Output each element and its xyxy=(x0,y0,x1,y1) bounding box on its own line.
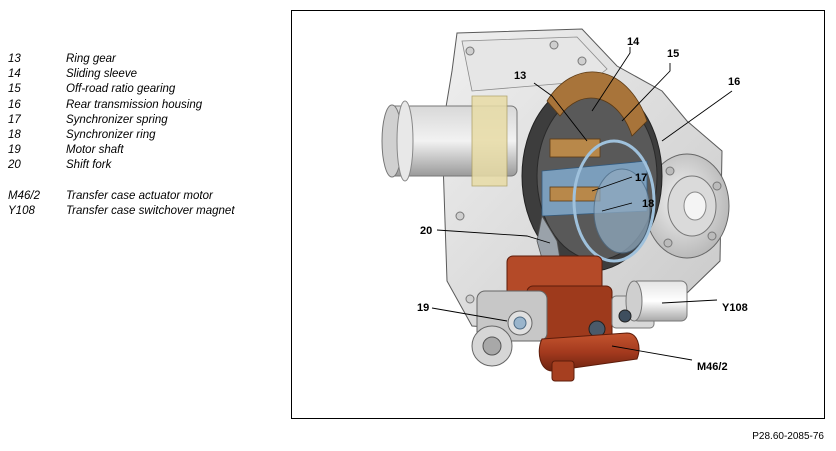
legend-item: 17 Synchronizer spring xyxy=(8,113,288,128)
leader-line-14 xyxy=(591,47,631,112)
leader-line-18 xyxy=(601,202,633,212)
legend-description: Ring gear xyxy=(66,53,116,65)
callout-y108: Y108 xyxy=(722,302,748,314)
legend-code: 14 xyxy=(8,68,21,81)
input-shaft xyxy=(381,95,518,187)
legend-code: 20 xyxy=(8,159,21,172)
cutaway-diagram: 14 15 16 13 17 18 20 19 Y108 M46/2 xyxy=(381,28,748,382)
legend-item: 19 Motor shaft xyxy=(8,143,288,158)
transfer-case-switchover-magnet xyxy=(618,280,688,323)
callout-13: 13 xyxy=(514,70,526,82)
legend-description: Rear transmission housing xyxy=(66,98,203,111)
callout-16: 16 xyxy=(728,76,740,88)
legend-item: Y108 Transfer case switchover magnet xyxy=(8,204,288,219)
legend-code: Y108 xyxy=(8,204,35,217)
leader-line-m46-2 xyxy=(611,345,693,361)
leader-line-13 xyxy=(533,82,588,142)
legend-code: 18 xyxy=(8,128,21,141)
leader-line-15 xyxy=(621,63,671,122)
legend-item: 13 Ring gear xyxy=(8,52,288,67)
legend-description: Sliding sleeve xyxy=(66,68,137,81)
legend-description: Shift fork xyxy=(66,159,112,172)
legend-description: Synchronizer spring xyxy=(66,113,168,126)
legend-code: 13 xyxy=(8,53,21,65)
legend-item: 16 Rear transmission housing xyxy=(8,98,288,113)
legend-spacer xyxy=(8,174,288,189)
legend-code: 19 xyxy=(8,144,21,157)
callout-19: 19 xyxy=(417,302,429,314)
rear-output-flange xyxy=(644,153,730,259)
leader-line-20 xyxy=(436,229,551,244)
planetary-gearset xyxy=(521,71,663,277)
legend: 13 Ring gear 14 Sliding sleeve 15 Off-road … xyxy=(8,52,288,219)
legend-item: 20 Shift fork xyxy=(8,158,288,173)
leader-line-y108 xyxy=(661,299,718,304)
callout-17: 17 xyxy=(635,172,647,184)
legend-description: Off-road ratio gearing xyxy=(66,83,176,96)
legend-item: M46/2 Transfer case actuator motor xyxy=(8,189,288,204)
callout-leader-lines xyxy=(431,47,733,361)
legend-code: 16 xyxy=(8,98,21,111)
callout-m46-2: M46/2 xyxy=(697,361,728,373)
legend-item: 18 Synchronizer ring xyxy=(8,128,288,143)
legend-description: Synchronizer ring xyxy=(66,128,156,141)
callout-20: 20 xyxy=(420,225,432,237)
legend-item: 15 Off-road ratio gearing xyxy=(8,82,288,97)
legend-description: Transfer case actuator motor xyxy=(66,189,213,202)
legend-code: 17 xyxy=(8,113,21,126)
transfer-case-illustration: 14 15 16 13 17 18 20 19 Y108 M46/2 xyxy=(291,10,825,419)
legend-description: Transfer case switchover magnet xyxy=(66,204,235,217)
callout-15: 15 xyxy=(667,48,679,60)
callout-18: 18 xyxy=(642,198,654,210)
actuator-assembly xyxy=(471,255,655,367)
legend-code: M46/2 xyxy=(8,189,40,202)
transfer-case-actuator-motor xyxy=(538,332,640,382)
leader-line-19 xyxy=(431,307,508,322)
figure-reference-code: P28.60-2085-76 xyxy=(752,431,824,442)
legend-item: 14 Sliding sleeve xyxy=(8,67,288,82)
legend-description: Motor shaft xyxy=(66,144,124,157)
leader-line-16 xyxy=(661,90,733,142)
callout-14: 14 xyxy=(627,36,640,48)
leader-line-17 xyxy=(591,176,633,192)
legend-code: 15 xyxy=(8,83,21,96)
